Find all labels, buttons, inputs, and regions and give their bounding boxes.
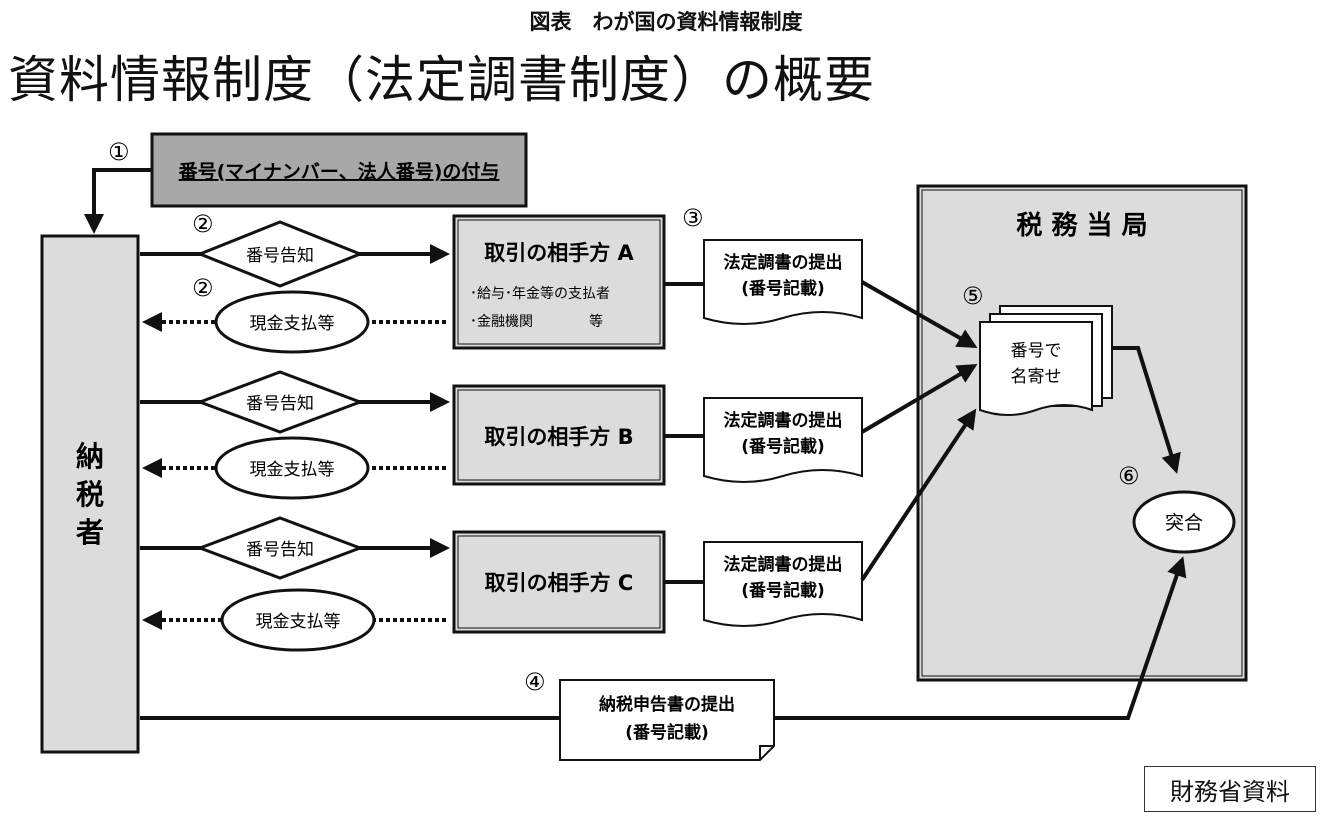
payment-label-b: 現金支払等 xyxy=(250,460,335,480)
step-2a-number: ② xyxy=(192,210,214,238)
counterparty-a-line2: ･金融機関 等 xyxy=(470,313,603,330)
notify-diamond-b: 番号告知 xyxy=(195,370,365,434)
payment-label-a: 現金支払等 xyxy=(250,314,335,334)
counterparty-a-title: 取引の相手方 A xyxy=(484,241,634,265)
tax-return-line1: 納税申告書の提出 xyxy=(599,694,735,715)
figure-caption: 図表 わが国の資料情報制度 xyxy=(529,10,803,34)
step-2b-number: ② xyxy=(192,274,214,302)
name-match-line2: 名寄せ xyxy=(1011,367,1062,387)
assignment-arrow xyxy=(84,168,152,234)
counterparty-a-line1: ･給与･年金等の支払者 xyxy=(470,285,610,302)
statement-doc-a: 法定調書の提出 (番号記載) xyxy=(703,239,863,325)
taxpayer-char-1: 納 xyxy=(76,440,104,473)
notify-diamond-c: 番号告知 xyxy=(195,516,365,580)
counterparty-b-title: 取引の相手方 B xyxy=(484,425,633,449)
counterparty-c-box: 取引の相手方 C xyxy=(452,530,666,634)
statement-c-line2: (番号記載) xyxy=(741,580,825,601)
notify-label-b: 番号告知 xyxy=(246,394,314,414)
step-4-number: ④ xyxy=(524,668,546,696)
source-label: 財務省資料 xyxy=(1144,766,1316,812)
tax-authority-title: 税 務 当 局 xyxy=(1016,211,1147,241)
number-assignment-box: 番号(マイナンバー、法人番号)の付与 xyxy=(150,132,528,208)
payment-label-c: 現金支払等 xyxy=(256,612,341,632)
step-1-number: ① xyxy=(108,138,130,166)
statement-c-line1: 法定調書の提出 xyxy=(724,554,843,575)
step-3-number: ③ xyxy=(682,204,704,232)
tax-authority-panel: 税 務 当 局 xyxy=(916,184,1248,682)
reconcile-label: 突合 xyxy=(1165,512,1203,534)
counterparty-a-box: 取引の相手方 A ･給与･年金等の支払者 ･金融機関 等 xyxy=(452,214,666,350)
name-match-arrow xyxy=(1112,346,1181,474)
statement-b-line2: (番号記載) xyxy=(741,436,825,457)
notify-diamond-a: 番号告知 xyxy=(195,220,365,288)
notify-label-a: 番号告知 xyxy=(246,246,314,266)
statement-b-line1: 法定調書の提出 xyxy=(724,410,843,431)
page-title: 資料情報制度（法定調書制度）の概要 xyxy=(8,51,875,109)
payment-ellipse-c: 現金支払等 xyxy=(220,588,376,652)
step-6-number: ⑥ xyxy=(1118,462,1140,490)
tax-return-line2: (番号記載) xyxy=(625,722,709,743)
tax-return-doc: 納税申告書の提出 (番号記載) xyxy=(559,679,775,761)
statement-a-line2: (番号記載) xyxy=(741,278,825,299)
number-assignment-label: 番号(マイナンバー、法人番号)の付与 xyxy=(178,160,500,183)
tax-return-arrow xyxy=(774,556,1187,720)
statement-b-arrow xyxy=(860,363,978,434)
name-match-line1: 番号で xyxy=(1011,341,1062,361)
counterparty-b-box: 取引の相手方 B xyxy=(452,384,666,486)
statement-a-arrow xyxy=(861,280,978,348)
statement-c-arrow xyxy=(860,408,977,582)
payment-ellipse-a: 現金支払等 xyxy=(214,290,370,354)
step-5-number: ⑤ xyxy=(962,282,984,310)
taxpayer-box: 納 税 者 xyxy=(40,234,140,754)
statement-doc-c: 法定調書の提出 (番号記載) xyxy=(703,541,863,627)
statement-a-line1: 法定調書の提出 xyxy=(724,252,843,273)
statement-doc-b: 法定調書の提出 (番号記載) xyxy=(703,397,863,483)
notify-label-c: 番号告知 xyxy=(246,540,314,560)
name-match-docs: 番号で 名寄せ xyxy=(979,305,1113,416)
taxpayer-char-3: 者 xyxy=(76,516,104,549)
taxpayer-char-2: 税 xyxy=(76,478,104,511)
payment-ellipse-b: 現金支払等 xyxy=(214,436,370,500)
counterparty-c-title: 取引の相手方 C xyxy=(485,571,634,595)
reconcile-ellipse: 突合 xyxy=(1132,490,1236,554)
